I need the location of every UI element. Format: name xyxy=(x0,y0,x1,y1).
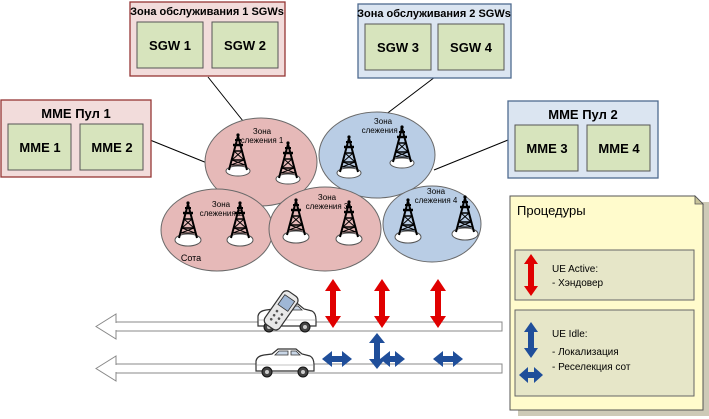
sgw-zone-2-title: Зона обслуживания 2 SGWs xyxy=(357,8,511,20)
tracking-area-1-label: Зона xyxy=(253,127,272,136)
tracking-area-1-label-2: слежения 1 xyxy=(241,136,284,145)
procedures-note: Процедуры UE Active: - Хэндовер UE Idle:… xyxy=(509,195,709,416)
red-double-arrow-icon xyxy=(374,279,390,328)
ue-idle-box: UE Idle: - Локализация - Реселекция сот xyxy=(514,309,695,397)
tracking-area-3-label-2: слежения 3 xyxy=(306,202,349,211)
sgw-3-label: SGW 3 xyxy=(377,40,419,55)
sgw-service-zone-2: Зона обслуживания 2 SGWs SGW 3 SGW 4 xyxy=(357,3,512,79)
tracking-area-2-label-2: слежения 2 xyxy=(200,209,243,218)
sgw-1-node xyxy=(136,21,204,69)
sgw-2-label: SGW 2 xyxy=(224,38,266,53)
sgw-3-node xyxy=(364,23,432,71)
mme-pool-2-title: MME Пул 2 xyxy=(548,107,617,122)
mme-2-label: MME 2 xyxy=(91,140,132,155)
handover-arrows xyxy=(325,279,446,328)
sgw-service-zone-1: Зона обслуживания 1 SGWs SGW 1 SGW 2 xyxy=(129,1,286,77)
red-double-arrow-icon xyxy=(524,254,538,296)
sgw-zone-1-title: Зона обслуживания 1 SGWs xyxy=(130,6,284,18)
tracking-area-5-label-2: слежения 5 xyxy=(362,126,405,135)
blue-vertical-double-arrow-icon xyxy=(524,322,538,358)
mme-pool-1: MME Пул 1 MME 1 MME 2 xyxy=(0,99,152,178)
sgw-4-node xyxy=(437,23,505,71)
mme-1-node xyxy=(7,123,72,171)
localization-item: - Локализация xyxy=(552,347,619,358)
mme-3-label: MME 3 xyxy=(526,141,567,156)
blue-double-arrow-icon xyxy=(322,351,352,367)
mme-pool-1-title: MME Пул 1 xyxy=(41,106,110,121)
mme-1-label: MME 1 xyxy=(19,140,60,155)
red-double-arrow-icon xyxy=(430,279,446,328)
red-double-arrow-icon xyxy=(325,279,341,328)
ue-active-title: UE Active: xyxy=(552,264,598,275)
tracking-area-4: Зона слежения 4 xyxy=(382,185,482,263)
tracking-area-3: Зона слежения 3 xyxy=(268,186,382,272)
mme-2-node xyxy=(79,123,144,171)
handover-item: - Хэндовер xyxy=(552,278,604,289)
mme-3-node xyxy=(514,124,579,172)
tracking-area-2-label: Зона xyxy=(212,200,231,209)
tracking-area-2: Зона слежения 2 Сота xyxy=(160,188,274,272)
mobile-phone-icon xyxy=(263,290,299,331)
ue-active-box: UE Active: - Хэндовер xyxy=(514,249,695,301)
ue-idle-title: UE Idle: xyxy=(552,329,588,340)
connection-lines xyxy=(149,76,509,171)
tracking-area-4-label-2: слежения 4 xyxy=(415,196,458,205)
cell-reselection-item: - Реселекция сот xyxy=(552,362,631,373)
tracking-area-1: Зона слежения 1 xyxy=(204,117,318,207)
mme-4-label: MME 4 xyxy=(598,141,640,156)
tracking-area-3-label: Зона xyxy=(318,193,337,202)
procedures-title: Процедуры xyxy=(517,203,586,218)
blue-double-arrow-icon xyxy=(380,351,405,367)
mme-pool-2: MME Пул 2 MME 3 MME 4 xyxy=(507,100,659,179)
tracking-area-5: Зона слежения 5 xyxy=(318,111,436,199)
blue-double-arrow-icon xyxy=(433,351,463,367)
sgw-2-node xyxy=(211,21,279,69)
tracking-area-4-label: Зона xyxy=(427,187,446,196)
idle-arrows xyxy=(322,333,463,369)
sgw-1-label: SGW 1 xyxy=(149,38,191,53)
sgw-4-label: SGW 4 xyxy=(450,40,493,55)
blue-double-arrow-icon xyxy=(519,367,543,383)
blue-vertical-double-arrow-icon xyxy=(369,333,385,369)
tracking-area-5-label: Зона xyxy=(374,117,393,126)
mme-4-node xyxy=(586,124,651,172)
cell-label: Сота xyxy=(181,253,201,263)
